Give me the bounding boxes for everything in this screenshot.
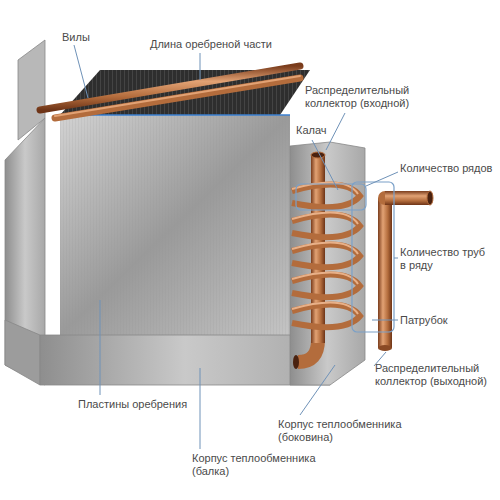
illustration-part <box>366 172 398 186</box>
side-wall <box>290 142 365 385</box>
tray-front <box>40 335 330 385</box>
illustration-part <box>358 320 380 326</box>
tubes-bracket <box>352 182 394 332</box>
callout-label: Длина оребреной части <box>150 38 272 51</box>
callout-label: Патрубок <box>400 314 448 327</box>
illustration-part <box>100 300 101 395</box>
illustration-part <box>74 45 88 98</box>
callout-label: Корпус теплообменника (боковина) <box>278 418 418 444</box>
illustration-part <box>292 305 360 328</box>
illustration-part <box>326 113 345 150</box>
fork-tube <box>55 78 300 118</box>
end-plate <box>5 118 45 385</box>
illustration-part <box>292 215 360 238</box>
outlet-collector <box>378 198 392 348</box>
callout-label: Распределительный коллектор (входной) <box>305 84 430 110</box>
fin-face <box>60 115 290 335</box>
branch-pipes <box>358 203 380 323</box>
callout-label: Калач <box>296 124 327 137</box>
callout-label: Пластины оребрения <box>78 398 187 411</box>
callout-label: Распределительный коллектор (выходной) <box>375 362 495 388</box>
illustration-part <box>394 258 398 259</box>
illustration-part <box>292 213 358 224</box>
illustration-part <box>358 260 380 266</box>
illustration-part <box>292 275 360 298</box>
illustration-part <box>358 290 380 296</box>
inlet-elbow <box>298 340 318 362</box>
illustration-part <box>312 140 338 190</box>
callout-label: Количество труб в ряду <box>400 246 492 272</box>
illustration-part <box>292 245 360 268</box>
outlet-opening <box>427 191 433 205</box>
fin-face-lines <box>60 115 290 335</box>
callout-label: Количество рядов <box>400 162 492 175</box>
illustration-part <box>358 200 380 206</box>
tray-side <box>5 320 40 385</box>
illustration-part <box>292 303 358 314</box>
illustration-part <box>292 243 358 254</box>
outlet-pipe <box>385 191 430 205</box>
outlet-cap <box>378 345 392 351</box>
illustration-part <box>292 185 360 208</box>
fork-tube <box>40 66 300 110</box>
callout-label: Вилы <box>62 31 90 44</box>
fork-highlight <box>55 76 300 116</box>
illustration-part <box>292 273 358 284</box>
rows-bracket <box>296 184 366 210</box>
illustration-part <box>200 53 201 80</box>
u-bends <box>292 183 360 328</box>
illustration-part <box>372 320 398 321</box>
callout-label: Корпус теплообменника (балка) <box>192 452 332 478</box>
inlet-opening <box>293 355 299 369</box>
inlet-cap <box>311 152 325 158</box>
illustration-part <box>300 365 335 415</box>
illustration-part <box>200 368 201 449</box>
illustration-part <box>358 230 380 236</box>
